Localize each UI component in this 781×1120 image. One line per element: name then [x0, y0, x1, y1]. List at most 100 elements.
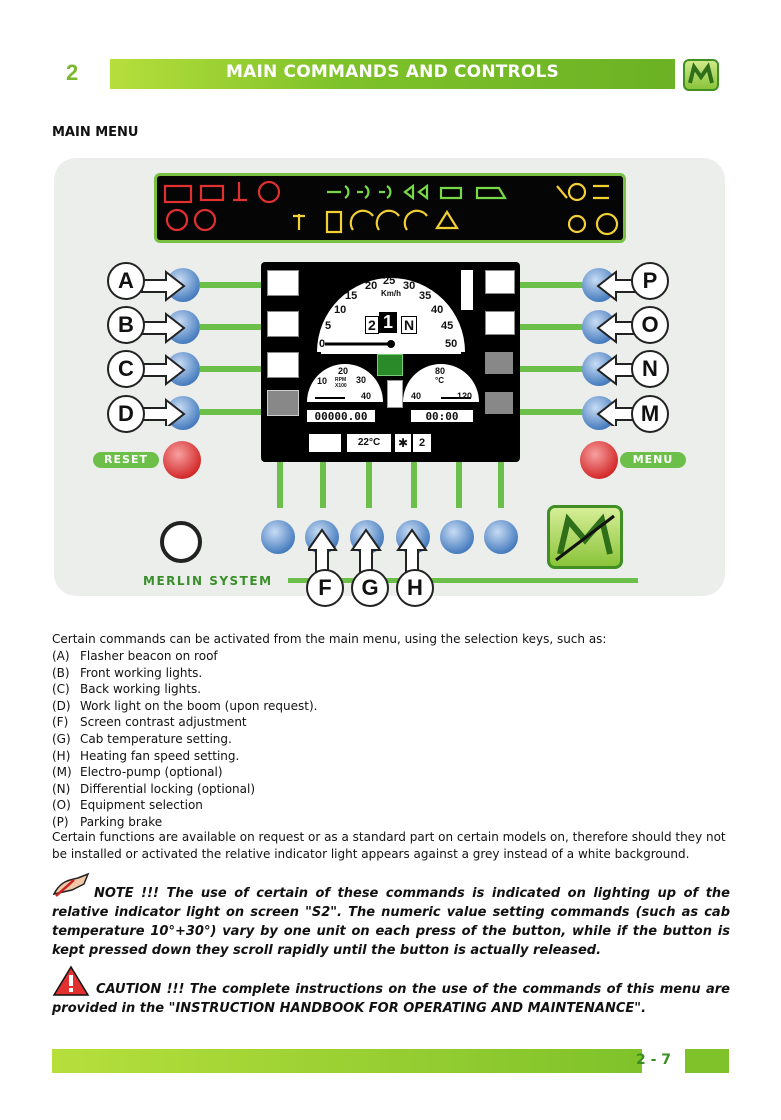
speed-tick-10: 10 — [334, 304, 347, 316]
connector-line — [366, 462, 372, 508]
bottom-button-1[interactable] — [261, 520, 295, 554]
chapter-number: 2 — [66, 60, 79, 85]
bottom-button-5[interactable] — [440, 520, 474, 554]
label-f: F — [306, 569, 344, 607]
page-number: 2 - 7 — [636, 1052, 672, 1068]
diff-lock-icon — [485, 352, 513, 374]
reset-label: RESET — [93, 452, 159, 468]
speed-tick-5: 5 — [325, 320, 332, 332]
boom-light-icon — [267, 390, 299, 416]
gear-left: 2 — [365, 316, 379, 334]
caution-icon — [52, 965, 90, 996]
label-m: M — [631, 395, 669, 433]
connector-line — [200, 366, 262, 372]
clock: 00:00 — [409, 408, 475, 424]
footer-bar — [52, 1049, 642, 1073]
connector-line — [288, 578, 638, 583]
caution-text: CAUTION !!! The complete instructions on… — [52, 982, 730, 1016]
connector-line — [520, 409, 584, 415]
menu-label: MENU — [620, 452, 686, 468]
availability-paragraph: Certain functions are available on reque… — [52, 830, 726, 861]
warning-lights-bar — [154, 173, 626, 243]
note-hand-icon — [52, 872, 90, 897]
list-item: (F)Screen contrast adjustment — [52, 715, 247, 730]
beacon-icon — [267, 270, 299, 296]
note-text: NOTE !!! The use of certain of these com… — [52, 886, 730, 958]
equipment-icon — [485, 311, 515, 335]
list-item: (D)Work light on the boom (upon request)… — [52, 698, 318, 713]
connector-line — [320, 462, 326, 508]
speed-tick-15: 15 — [345, 290, 358, 302]
rpm-tick-30: 30 — [356, 375, 367, 385]
rpm-unit: RPM X100 — [335, 377, 347, 389]
label-g: G — [351, 569, 389, 607]
list-item: (A)Flasher beacon on roof — [52, 649, 218, 663]
rpm-tick-10: 10 — [317, 376, 328, 386]
list-item: (C)Back working lights. — [52, 682, 202, 697]
rpm-gauge — [307, 364, 383, 402]
list-item: (G)Cab temperature setting. — [52, 731, 232, 746]
merlo-screen-logo-icon — [377, 354, 403, 376]
connector-line — [411, 462, 417, 508]
command-list: (A)Flasher beacon on roof (B)Front worki… — [52, 648, 317, 831]
speed-tick-35: 35 — [419, 290, 432, 302]
hour-meter: 00000.00 — [305, 408, 377, 424]
intro-text: Certain commands can be activated from t… — [52, 632, 607, 646]
menu-button[interactable] — [580, 441, 618, 479]
list-item: (P)Parking brake — [52, 814, 163, 829]
label-p: P — [631, 262, 669, 300]
header-bar — [110, 59, 675, 89]
cab-temperature: 22°C — [347, 434, 391, 452]
steering-mode-icon — [461, 270, 473, 310]
contrast-icon — [309, 434, 341, 452]
label-b: B — [107, 306, 145, 344]
footer-bar-end — [685, 1049, 729, 1073]
merlo-logo-icon — [683, 59, 719, 91]
label-d: D — [107, 395, 145, 433]
page-title: MAIN COMMANDS AND CONTROLS — [226, 62, 559, 82]
right-arrows — [596, 269, 641, 426]
label-c: C — [107, 350, 145, 388]
connector-line — [520, 282, 584, 288]
reset-button[interactable] — [163, 441, 201, 479]
speed-tick-20: 20 — [365, 280, 378, 292]
label-o: O — [631, 306, 669, 344]
temp-tick-40: 40 — [411, 391, 422, 401]
back-light-icon — [267, 352, 299, 378]
left-arrows — [141, 269, 186, 426]
temperature-gauge — [403, 364, 479, 402]
connector-line — [498, 462, 504, 508]
fan-speed: 2 — [413, 434, 431, 452]
merlin-system-label: MERLIN SYSTEM — [143, 574, 273, 588]
speed-unit: Km/h — [381, 289, 401, 298]
speed-tick-45: 45 — [441, 320, 454, 332]
connector-line — [200, 282, 262, 288]
rpm-tick-20: 20 — [338, 366, 349, 376]
connector-line — [456, 462, 462, 508]
fuel-icon — [387, 380, 403, 408]
list-item: (H)Heating fan speed setting. — [52, 748, 240, 763]
list-item: (N)Differential locking (optional) — [52, 781, 256, 796]
list-item: (O)Equipment selection — [52, 798, 203, 813]
gear-indicator: 1 — [379, 312, 398, 333]
electro-pump-icon — [485, 392, 513, 414]
list-item: (M)Electro-pump (optional) — [52, 765, 223, 780]
connector-line — [277, 462, 283, 508]
bottom-button-6[interactable] — [484, 520, 518, 554]
label-h: H — [396, 569, 434, 607]
parking-brake-icon — [485, 270, 515, 294]
speed-tick-40: 40 — [431, 304, 444, 316]
temp-tick-80: 80 — [435, 366, 446, 376]
merlo-logo-button-icon[interactable] — [547, 505, 623, 569]
list-item: (B)Front working lights. — [52, 665, 203, 680]
connector-line — [200, 409, 262, 415]
rotary-knob[interactable] — [160, 521, 202, 563]
speed-tick-0: 0 — [319, 338, 326, 350]
label-a: A — [107, 262, 145, 300]
front-light-icon — [267, 311, 299, 337]
gear-right: N — [401, 316, 418, 334]
fan-icon: ✱ — [395, 434, 411, 452]
display-screen: 0 5 10 15 20 25 30 35 40 45 50 Km/h 2 1 … — [261, 262, 520, 462]
speed-tick-30: 30 — [403, 280, 416, 292]
temp-tick-120: 120 — [457, 391, 473, 401]
